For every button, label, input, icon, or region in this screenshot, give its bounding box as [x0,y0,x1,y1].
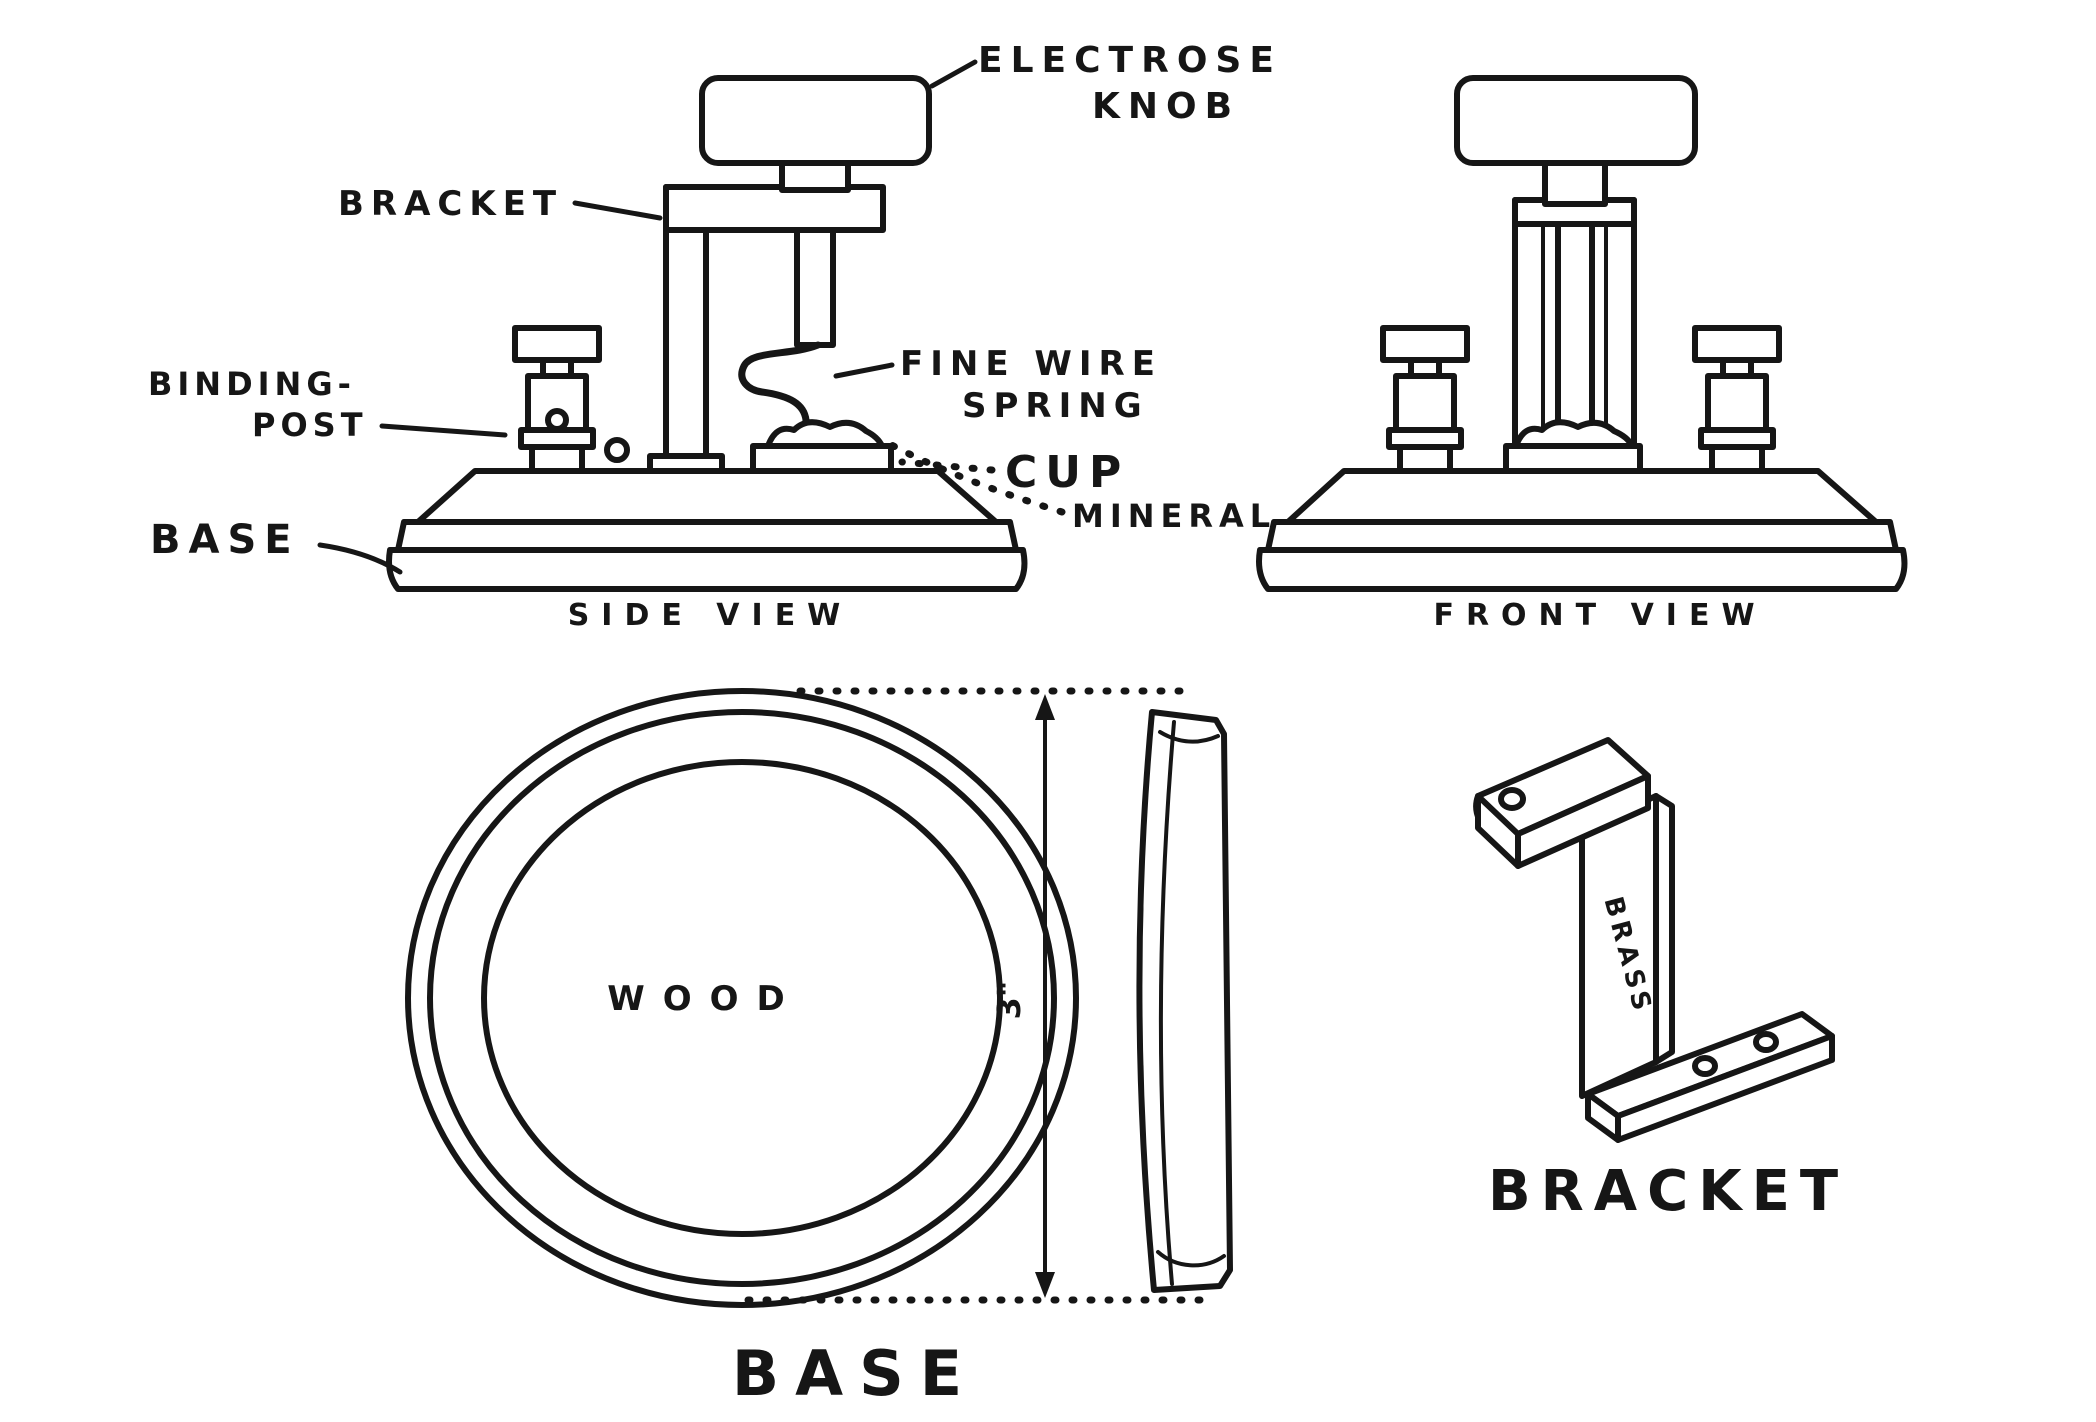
caption-base: BASE [732,1337,978,1410]
fine-wire-spring [738,341,822,440]
binding-post-side [512,325,630,476]
label-bracket: BRACKET [338,184,563,224]
binding-post-front-right [1692,325,1782,476]
label-fine-wire-line2: SPRING [962,386,1149,426]
binding-post-front-left [1380,325,1470,476]
bracket-foot-hole-1 [1692,1055,1718,1077]
bracket-detail-drawing: BRASS BRACKET [1473,737,1848,1224]
leader-electrose-knob [929,59,978,89]
electrose-knob-front [1454,75,1698,166]
label-electrose-line1: ELECTROSE [978,40,1282,81]
bracket-foot-end-face [1585,1091,1621,1143]
caption-bracket: BRACKET [1488,1159,1848,1224]
leader-bracket [572,200,663,221]
bracket-arm-end-face [1475,793,1521,869]
label-binding-line1: BINDING- [148,365,356,403]
dimension-arrow-top [1035,694,1055,720]
caption-front-view: FRONT VIEW [1433,598,1766,633]
label-base: BASE [150,517,300,563]
leader-base [317,542,403,575]
front-view-drawing: FRONT VIEW [1256,75,1908,633]
base-inner-circle [481,759,1003,1237]
dimension-arrow-bottom [1035,1272,1055,1298]
label-electrose-line2: KNOB [1092,86,1240,127]
bracket-arm-side [663,184,886,233]
label-cup: CUP [1005,447,1129,498]
bracket-arm-hole [1498,787,1526,811]
mineral-front [1513,419,1635,449]
leader-mineral-dotted [882,438,1066,516]
label-dimension: 3" [990,981,1028,1020]
threaded-shaft-front [1555,211,1595,444]
label-wood: WOOD [607,979,803,1019]
label-binding-line2: POST [252,406,368,444]
bracket-foot-hole-2 [1753,1031,1779,1053]
label-mineral: MINERAL [1072,497,1276,535]
base-edge-profile [1136,709,1233,1293]
label-fine-wire-line1: FINE WIRE [900,344,1162,384]
base-detail-drawing: WOOD 3" BASE [405,687,1233,1410]
leader-cup-dotted [898,458,996,474]
caption-side-view: SIDE VIEW [568,598,853,633]
base-side [386,468,1028,592]
side-view-drawing: ELECTROSE KNOB BRACKET BINDING- POST FIN… [148,40,1282,633]
leader-fine-wire [833,362,895,379]
leader-binding-post [379,423,508,438]
bracket-web-edge [1653,793,1675,1065]
base-front [1256,468,1908,592]
electrose-knob-side [699,75,932,166]
mineral-side [765,419,885,449]
